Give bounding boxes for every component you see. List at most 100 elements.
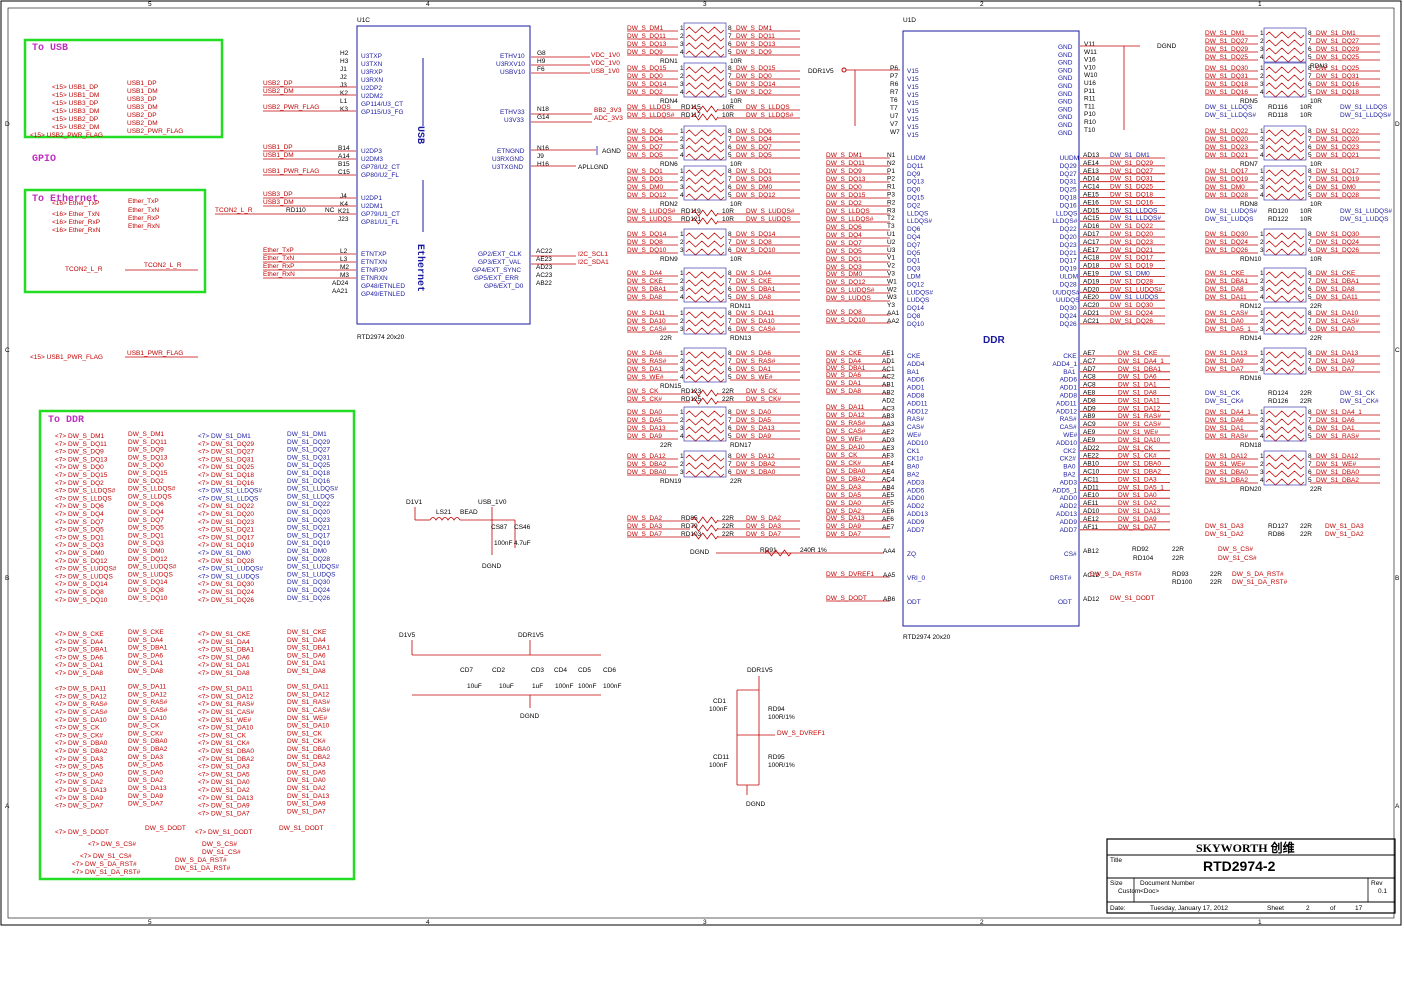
svg-text:DW_S1_DA11: DW_S1_DA11 [1205,294,1247,301]
svg-text:<7> DW_S_DM0: <7> DW_S_DM0 [55,550,105,557]
svg-text:DW_S1_LUDQS#: DW_S1_LUDQS# [1110,286,1162,293]
svg-text:2: 2 [1260,358,1264,365]
svg-text:1: 1 [1260,310,1264,317]
svg-text:1: 1 [680,65,684,72]
svg-text:DW_S_DQ9: DW_S_DQ9 [128,447,164,454]
svg-text:3: 3 [1260,326,1264,333]
svg-text:AD12: AD12 [1083,596,1100,603]
svg-text:GP80/U2_FL: GP80/U2_FL [361,172,399,179]
svg-text:UUDQS: UUDQS [1056,297,1080,304]
svg-text:V15: V15 [907,108,919,115]
svg-text:DW_S1_DA7: DW_S1_DA7 [287,808,326,815]
svg-text:DW_S1_DQ16: DW_S1_DQ16 [1205,89,1248,96]
svg-text:T7: T7 [890,105,898,112]
svg-text:2: 2 [980,1,984,8]
svg-text:10R: 10R [1310,201,1322,208]
svg-text:DW_S1_DA1: DW_S1_DA1 [1118,382,1157,389]
dgnd-label-3: DGND [746,801,765,808]
svg-text:10R: 10R [1300,104,1312,111]
svg-text:AB9: AB9 [1083,413,1096,420]
svg-text:22R: 22R [1210,571,1222,578]
svg-text:<7> DW_S1_DA7: <7> DW_S1_DA7 [198,810,250,817]
svg-text:DW_S_DQ3: DW_S_DQ3 [826,264,862,271]
svg-text:AE6: AE6 [882,508,895,515]
svg-text:DW_S1_DM0: DW_S1_DM0 [1110,271,1150,278]
svg-text:USB2_DM: USB2_DM [127,120,158,127]
svg-text:DQ6: DQ6 [907,226,921,233]
svg-text:AF6: AF6 [882,516,894,523]
svg-text:1: 1 [1260,168,1264,175]
svg-text:AC7: AC7 [1083,358,1096,365]
svg-text:RD85: RD85 [681,515,698,522]
svg-text:<7> DW_S1_CK#: <7> DW_S1_CK# [198,740,250,747]
svg-text:CD5: CD5 [578,667,591,674]
svg-text:10R: 10R [730,201,742,208]
svg-text:AA5: AA5 [883,572,896,579]
svg-text:AE16: AE16 [1083,199,1099,206]
svg-text:DW_S_DQ13: DW_S_DQ13 [128,454,168,461]
svg-text:6: 6 [1308,469,1312,476]
svg-text:DW_S_DQ2: DW_S_DQ2 [826,200,862,207]
svg-text:AB4: AB4 [882,484,895,491]
svg-text:22R: 22R [1300,531,1312,538]
svg-text:ADD10: ADD10 [907,440,928,447]
svg-text:RDN16: RDN16 [1240,375,1262,382]
svg-text:DW_S_DQ8: DW_S_DQ8 [627,239,663,246]
svg-text:RD103: RD103 [681,531,702,538]
u1c-body [356,25,531,325]
svg-text:ADC_3V3: ADC_3V3 [594,115,623,122]
svg-text:<7> DW_S1_DBA2: <7> DW_S1_DBA2 [198,756,254,763]
svg-text:ETNRXN: ETNRXN [361,275,388,282]
svg-text:A: A [1395,803,1400,810]
svg-text:5: 5 [1308,433,1312,440]
svg-text:GND: GND [1058,130,1073,137]
svg-text:DW_S_DQ6: DW_S_DQ6 [736,128,772,135]
svg-text:DW_S_DQ5: DW_S_DQ5 [128,525,164,532]
svg-text:AD17: AD17 [1083,231,1100,238]
svg-text:<7> DW_S1_DQ17: <7> DW_S1_DQ17 [198,534,254,541]
svg-text:<7> DW_S1_DA1: <7> DW_S1_DA1 [198,662,250,669]
svg-text:ETNTXN: ETNTXN [361,259,387,266]
svg-text:DW_S1_CKE: DW_S1_CKE [1205,270,1245,277]
svg-text:I2C_SCL1: I2C_SCL1 [578,251,608,258]
svg-text:CS46: CS46 [514,524,531,531]
svg-text:7: 7 [1308,278,1312,285]
svg-text:22R: 22R [1300,398,1312,405]
svg-text:DW_S_DQ4: DW_S_DQ4 [826,232,862,239]
ddr1v5-label: DDR1V5 [808,68,834,75]
svg-text:DW_S_DBA1: DW_S_DBA1 [826,365,866,372]
svg-text:6: 6 [728,144,732,151]
svg-text:P7: P7 [890,73,898,80]
rev-label: Rev [1371,880,1383,887]
svg-text:<7> DW_S_DQ13: <7> DW_S_DQ13 [55,456,108,463]
svg-text:3: 3 [680,81,684,88]
svg-text:4: 4 [426,1,430,8]
usb-group-title: To USB [32,43,68,54]
svg-text:DW_S1_DM1: DW_S1_DM1 [287,431,327,438]
svg-text:DQ2: DQ2 [907,202,921,209]
svg-text:1: 1 [1260,453,1264,460]
svg-text:<7> DW_S_LLDQS#: <7> DW_S_LLDQS# [55,488,116,495]
svg-text:W11: W11 [1084,49,1097,56]
svg-text:4: 4 [680,374,684,381]
svg-text:DW_S1_LLDQS: DW_S1_LLDQS [1110,207,1158,214]
svg-text:U7: U7 [890,113,899,120]
svg-text:ETNTXP: ETNTXP [361,251,387,258]
svg-text:DW_S_DQ13: DW_S_DQ13 [736,41,776,48]
svg-text:DW_S_CK: DW_S_CK [128,723,160,730]
svg-text:1: 1 [1260,231,1264,238]
svg-text:AE11: AE11 [1083,500,1099,507]
svg-text:DW_S1_LUDQS: DW_S1_LUDQS [1340,216,1389,223]
svg-text:DW_S_DQ2: DW_S_DQ2 [627,89,663,96]
svg-text:DW_S_DQ5: DW_S_DQ5 [826,248,862,255]
svg-text:10R: 10R [730,58,742,65]
svg-text:DW_S_DQ1: DW_S_DQ1 [736,168,772,175]
svg-text:AC14: AC14 [1083,184,1100,191]
svg-text:<7> DW_S_DA11: <7> DW_S_DA11 [55,686,107,693]
svg-text:RD79: RD79 [681,523,698,530]
svg-text:DQ9: DQ9 [907,171,921,178]
svg-text:<7> DW_S_LUDQS#: <7> DW_S_LUDQS# [55,566,117,573]
svg-text:V15: V15 [907,132,919,139]
